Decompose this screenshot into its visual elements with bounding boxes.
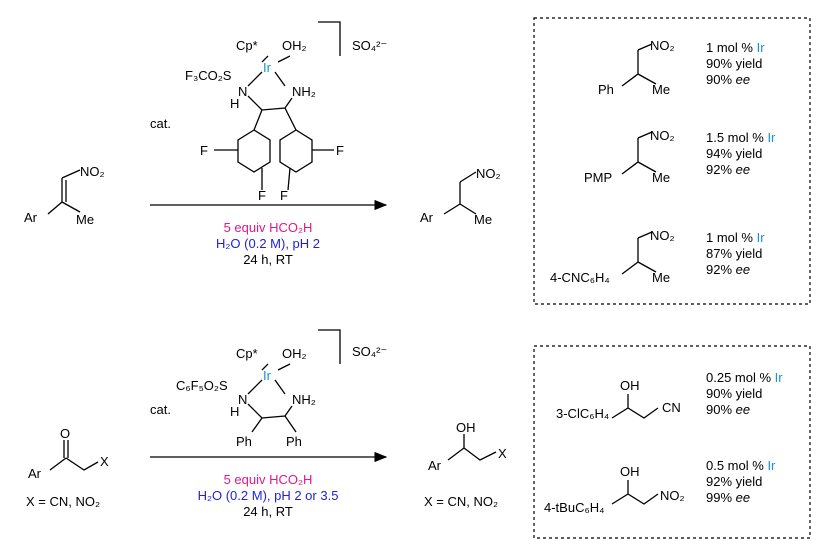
top-ex3-no2: NO₂ xyxy=(650,228,675,243)
bottom-ex2-mol: 0.5 mol % Ir xyxy=(706,458,776,473)
top-substrate-me: Me xyxy=(76,212,94,227)
bottom-ex1-end: CN xyxy=(662,400,681,415)
top-cat-f2: F xyxy=(258,188,266,203)
bottom-cond-line1: 5 equiv HCO₂H xyxy=(224,472,313,487)
top-cond-line1: 5 equiv HCO₂H xyxy=(224,220,313,235)
top-cat-cp: Cp* xyxy=(236,38,258,53)
top-cat-oh2: OH₂ xyxy=(282,38,307,53)
bottom-cat-ir: Ir xyxy=(263,368,272,383)
bottom-cond-line2: H₂O (0.2 M), pH 2 or 3.5 xyxy=(198,488,339,503)
top-ex3-group: 4-CNC₆H₄ xyxy=(550,270,610,285)
top-cat-f3: F xyxy=(280,188,288,203)
top-cat-sulfonyl: F₃CO₂S xyxy=(185,68,232,83)
bottom-example-1: OH 3-ClC₆H₄ CN 0.25 mol % Ir 90% yield 9… xyxy=(556,370,783,421)
bottom-cat-h: H xyxy=(230,404,239,419)
top-examples-box xyxy=(533,17,811,305)
top-ex1-ee: 90% ee xyxy=(706,72,750,87)
bottom-product-structure: OH Ar X X = CN, NO₂ xyxy=(424,420,507,509)
bottom-ex1-yield: 90% yield xyxy=(706,386,762,401)
bottom-ex1-ee: 90% ee xyxy=(706,402,750,417)
top-cat-h: H xyxy=(230,96,239,111)
top-cat-n: N xyxy=(238,84,247,99)
top-cond-line2: H₂O (0.2 M), pH 2 xyxy=(216,236,320,251)
top-cat-f4: F xyxy=(336,143,344,158)
top-ex3-ee: 92% ee xyxy=(706,262,750,277)
bottom-cond-line3: 24 h, RT xyxy=(243,504,293,519)
bottom-cat-oh2: OH₂ xyxy=(282,346,307,361)
bottom-examples-box xyxy=(533,345,811,539)
top-ex3-yield: 87% yield xyxy=(706,246,762,261)
top-product-structure: NO₂ Ar Me xyxy=(420,166,501,227)
bottom-ex2-end: NO₂ xyxy=(660,488,685,503)
bottom-ex1-mol: 0.25 mol % Ir xyxy=(706,370,783,385)
top-ex1-yield: 90% yield xyxy=(706,56,762,71)
bottom-cat-cp: Cp* xyxy=(236,346,258,361)
top-product-no2: NO₂ xyxy=(476,166,501,181)
top-example-1: NO₂ Ph Me 1 mol % Ir 90% yield 90% ee xyxy=(598,38,765,97)
bottom-product-ar: Ar xyxy=(428,458,442,473)
top-ex2-me: Me xyxy=(652,170,670,185)
bottom-substrate-structure: O Ar X X = CN, NO₂ xyxy=(26,426,109,509)
bottom-cat-label: cat. xyxy=(150,402,171,417)
bottom-ex2-ee: 99% ee xyxy=(706,490,750,505)
top-example-2: NO₂ PMP Me 1.5 mol % Ir 94% yield 92% ee xyxy=(584,128,776,185)
bottom-product-x: X xyxy=(498,446,507,461)
top-cond-line3: 24 h, RT xyxy=(243,252,293,267)
top-example-3: NO₂ 4-CNC₆H₄ Me 1 mol % Ir 87% yield 92%… xyxy=(550,228,765,285)
top-ex2-no2: NO₂ xyxy=(650,128,675,143)
top-ex3-me: Me xyxy=(652,270,670,285)
top-ex2-group: PMP xyxy=(584,170,612,185)
bottom-example-2: OH 4-tBuC₆H₄ NO₂ 0.5 mol % Ir 92% yield … xyxy=(544,458,776,515)
bottom-substrate-ar: Ar xyxy=(28,466,42,481)
bottom-cat-nh2: NH₂ xyxy=(292,392,316,407)
top-ex2-ee: 92% ee xyxy=(706,162,750,177)
bottom-cat-n: N xyxy=(238,392,247,407)
bottom-substrate-x: X xyxy=(100,454,109,469)
bottom-product-oh: OH xyxy=(456,420,476,435)
bottom-ex1-oh: OH xyxy=(620,378,640,393)
top-ex1-group: Ph xyxy=(598,82,614,97)
top-ex3-mol: 1 mol % Ir xyxy=(706,230,765,245)
bottom-ex1-group: 3-ClC₆H₄ xyxy=(556,406,609,421)
top-cat-label: cat. xyxy=(150,116,171,131)
top-product-me: Me xyxy=(474,212,492,227)
top-cat-ir: Ir xyxy=(263,60,272,75)
top-cat-f1: F xyxy=(200,143,208,158)
bottom-substrate-xdef: X = CN, NO₂ xyxy=(26,494,100,509)
top-cat-so4: SO₄²⁻ xyxy=(352,38,387,53)
top-ex1-mol: 1 mol % Ir xyxy=(706,40,765,55)
bottom-substrate-o: O xyxy=(60,426,70,441)
top-product-ar: Ar xyxy=(420,210,434,225)
top-catalyst-structure: cat. Cp* OH₂ Ir F₃CO₂S N H NH₂ F F F F S… xyxy=(150,21,387,203)
top-substrate-ar: Ar xyxy=(24,210,38,225)
top-ex1-me: Me xyxy=(652,82,670,97)
bottom-cat-sulfonyl: C₆F₅O₂S xyxy=(176,378,228,393)
top-ex2-mol: 1.5 mol % Ir xyxy=(706,130,776,145)
top-ex2-yield: 94% yield xyxy=(706,146,762,161)
top-substrate-structure: NO₂ Ar Me xyxy=(24,164,105,227)
bottom-cat-ph2: Ph xyxy=(286,434,302,449)
bottom-product-xdef: X = CN, NO₂ xyxy=(424,494,498,509)
bottom-cat-so4: SO₄²⁻ xyxy=(352,344,387,359)
bottom-cat-ph1: Ph xyxy=(236,434,252,449)
bottom-ex2-yield: 92% yield xyxy=(706,474,762,489)
bottom-ex2-group: 4-tBuC₆H₄ xyxy=(544,500,604,515)
bottom-ex2-oh: OH xyxy=(620,464,640,479)
top-substrate-no2: NO₂ xyxy=(80,164,105,179)
top-cat-nh2: NH₂ xyxy=(292,84,316,99)
top-ex1-no2: NO₂ xyxy=(650,38,675,53)
bottom-catalyst-structure: cat. Cp* OH₂ Ir C₆F₅O₂S N H NH₂ Ph Ph SO… xyxy=(150,329,387,449)
